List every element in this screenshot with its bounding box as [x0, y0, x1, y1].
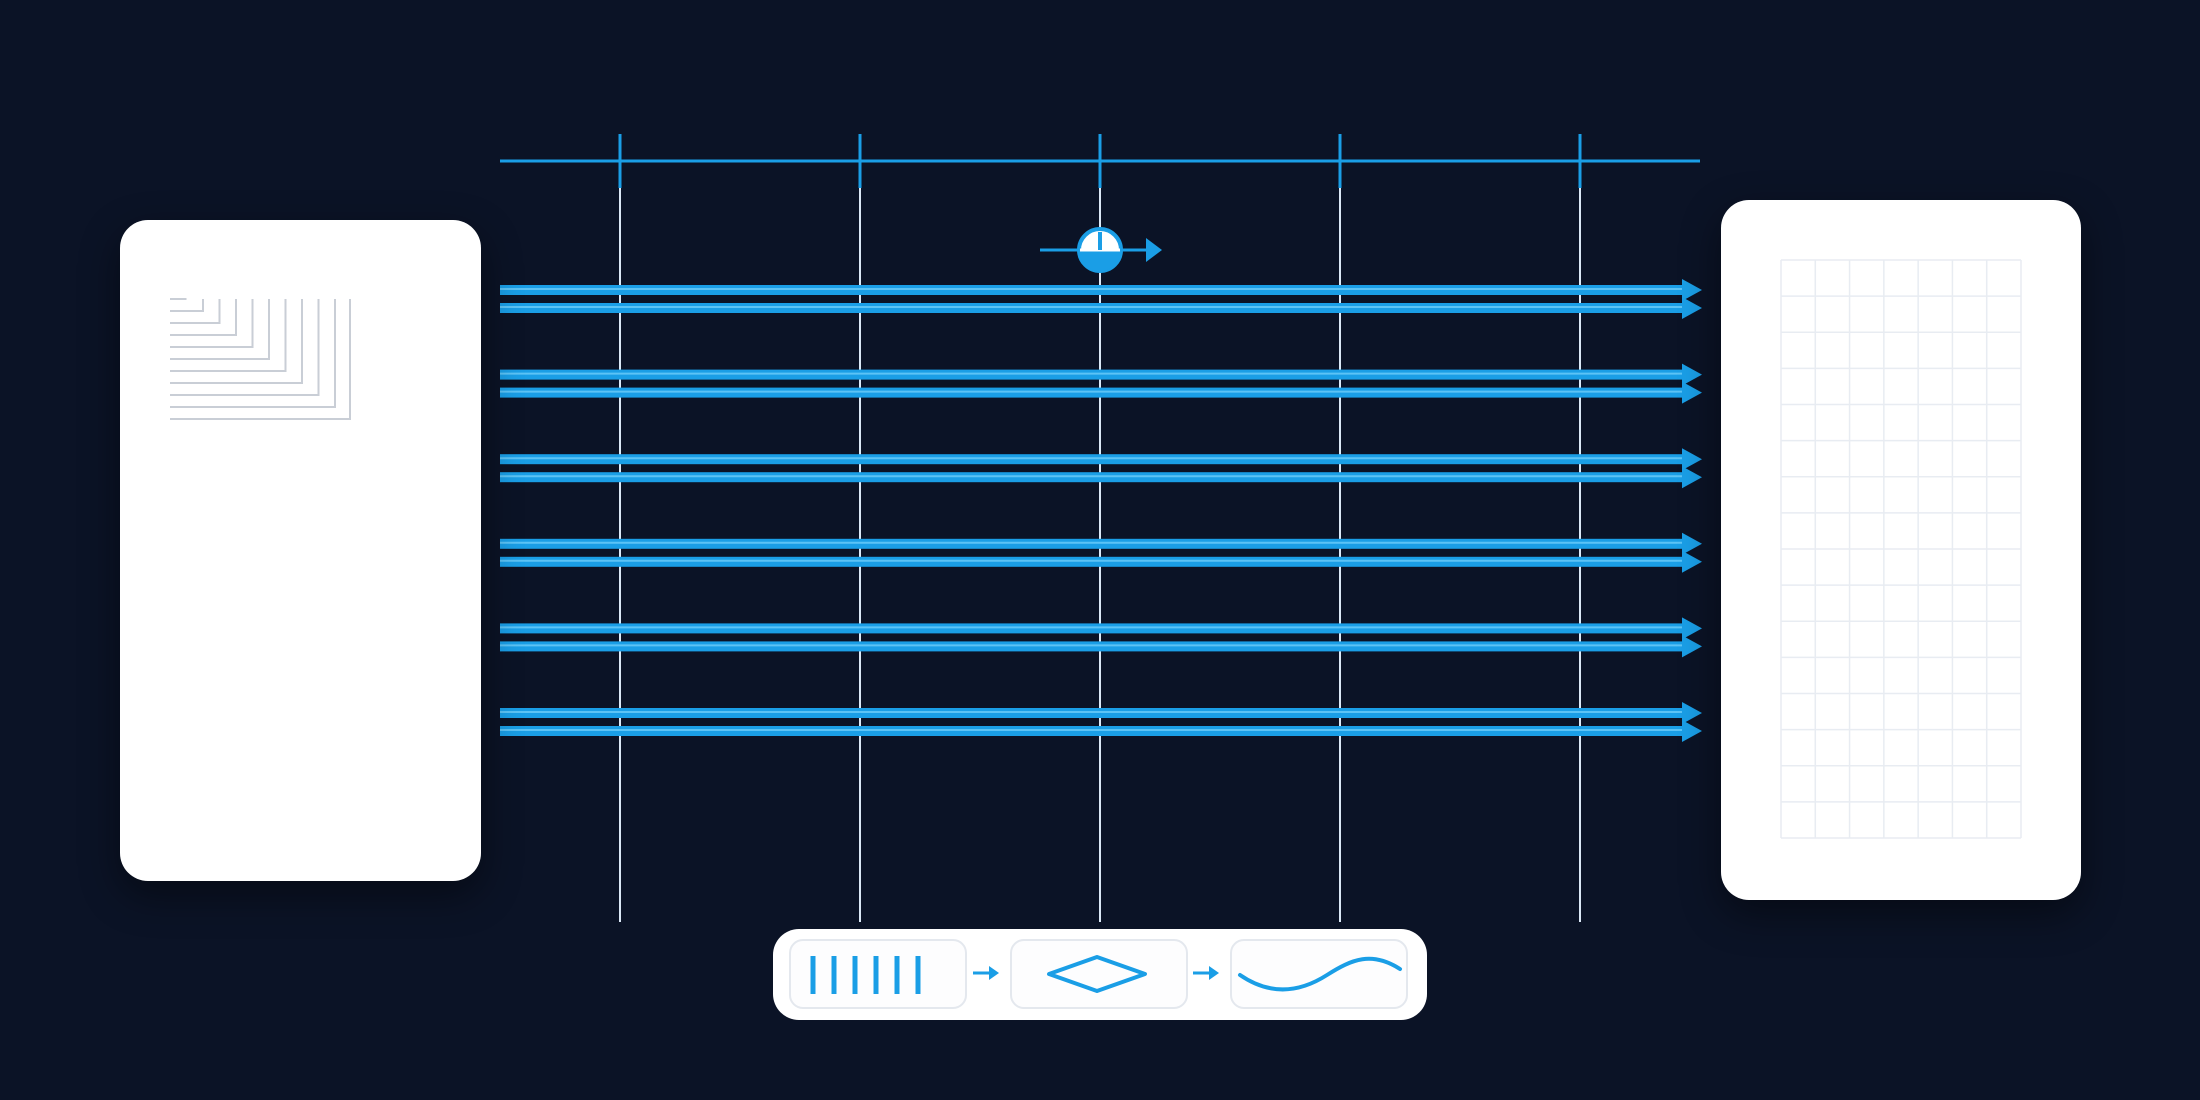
arrow-right-icon	[1682, 550, 1702, 573]
arrow-right-icon	[1682, 381, 1702, 404]
pipeline-step-diamond	[1010, 939, 1188, 1009]
signal-streams	[500, 279, 1702, 742]
corner-line	[170, 299, 204, 312]
corner-line	[170, 299, 303, 384]
arrow-right-icon	[1682, 720, 1702, 742]
corner-line	[170, 299, 351, 420]
input-panel	[120, 220, 481, 881]
output-panel	[1721, 200, 2081, 900]
arrow-right-icon	[1682, 448, 1702, 471]
pipeline-step-pulses	[789, 939, 967, 1009]
diamond-icon	[1047, 955, 1147, 993]
corner-line	[170, 299, 237, 336]
arrow-right-icon	[1146, 238, 1162, 262]
arrow-right-icon	[1682, 617, 1702, 640]
arrow-right-icon	[971, 962, 1001, 984]
circle-probe-icon	[1040, 227, 1162, 273]
pulse-bars-icon	[810, 956, 921, 994]
corner-line	[170, 299, 270, 360]
pipeline-legend	[773, 929, 1427, 1020]
sine-wave-icon	[1238, 956, 1402, 992]
nested-corners-icon	[170, 298, 351, 420]
corner-line	[170, 299, 221, 324]
arrow-right-icon	[1682, 635, 1702, 658]
arrow-right-icon	[1682, 532, 1702, 555]
arrow-right-icon	[1682, 702, 1702, 724]
probe-fill	[1079, 250, 1121, 271]
timeline-ruler	[500, 134, 1700, 188]
arrow-right-icon	[1682, 363, 1702, 386]
corner-line	[170, 299, 254, 348]
grid-paper-icon	[1780, 259, 2022, 839]
corner-line	[170, 299, 320, 396]
corner-line	[170, 299, 287, 372]
arrow-right-icon	[1682, 466, 1702, 489]
corner-line	[170, 299, 336, 408]
arrow-right-icon	[1682, 297, 1702, 319]
vertical-guides	[619, 188, 1581, 922]
sine-wave-path	[1238, 956, 1402, 992]
arrow-right-icon	[1191, 962, 1221, 984]
pipeline-step-wave	[1230, 939, 1408, 1009]
arrow-right-icon	[1682, 279, 1702, 301]
